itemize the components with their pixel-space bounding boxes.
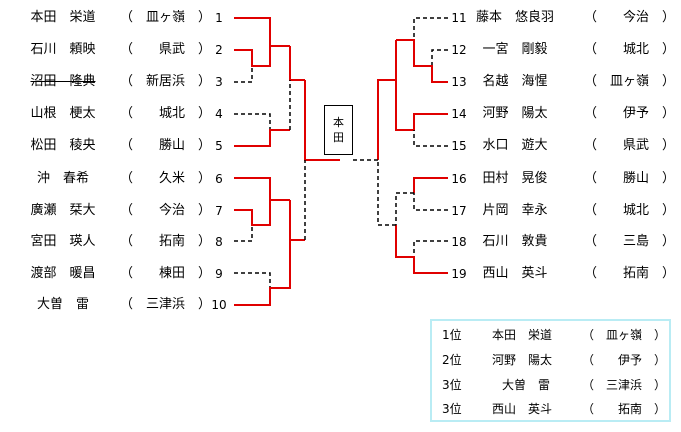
bracket-line-winner xyxy=(396,39,448,83)
player-club: （ 拓南 ） xyxy=(120,234,212,249)
seed-number: 14 xyxy=(451,107,467,121)
player-club: （ 勝山 ） xyxy=(120,138,212,153)
bracket-line-loser xyxy=(234,272,271,288)
player-name-withdrawn: 沼田 隆典 xyxy=(30,74,96,89)
result-name: 大曽 雷 xyxy=(502,378,551,392)
bracket-line-loser xyxy=(234,66,253,83)
player-name: 沖 春希 xyxy=(36,171,89,186)
seed-number: 13 xyxy=(451,75,467,89)
bracket-line-loser xyxy=(431,49,448,66)
player-name: 宮田 瑛人 xyxy=(30,234,96,249)
bracket-line-loser xyxy=(395,192,414,225)
result-club: （ 伊予 ） xyxy=(582,353,667,367)
player-name: 河野 陽太 xyxy=(482,106,548,121)
seed-number: 3 xyxy=(215,75,223,89)
seed-number: 15 xyxy=(451,139,467,153)
bracket-line-winner xyxy=(234,17,290,47)
player-name: 本田 栄道 xyxy=(30,10,96,25)
champion-name-line2: 田 xyxy=(333,131,344,144)
bracket-line-winner xyxy=(234,200,271,226)
result-rank: 1位 xyxy=(442,328,462,342)
result-name: 西山 英斗 xyxy=(492,402,553,416)
seed-number: 6 xyxy=(215,172,223,186)
player-club: （ 今治 ） xyxy=(584,10,676,25)
bracket-line-loser xyxy=(377,160,396,226)
bracket-line-winner xyxy=(395,40,448,131)
player-name: 田村 晃俊 xyxy=(482,171,548,186)
player-club: （ 拓南 ） xyxy=(584,266,676,281)
seed-number: 8 xyxy=(215,235,223,249)
player-club: （ 新居浜 ） xyxy=(120,74,212,89)
player-name: 藤本 悠良羽 xyxy=(475,10,554,25)
bracket-line-winner xyxy=(234,129,290,147)
player-name: 大曽 雷 xyxy=(36,297,89,312)
player-club: （ 城北 ） xyxy=(120,106,212,121)
bracket-line-loser xyxy=(413,17,448,40)
bracket-line-winner xyxy=(289,46,305,81)
seed-number: 12 xyxy=(451,43,467,57)
bracket-line-winner xyxy=(234,177,290,201)
player-club: （ 城北 ） xyxy=(584,42,676,57)
result-rank: 2位 xyxy=(442,353,462,367)
result-club: （ 三津浜 ） xyxy=(582,378,667,392)
champion-name-line1: 本 xyxy=(333,116,344,129)
bracket-line-loser xyxy=(413,240,448,257)
player-name: 西山 英斗 xyxy=(482,266,548,281)
seed-number: 4 xyxy=(215,107,223,121)
player-club: （ 伊予 ） xyxy=(584,106,676,121)
seed-number: 1 xyxy=(215,11,223,25)
seed-number: 11 xyxy=(451,11,467,25)
player-club: （ 勝山 ） xyxy=(584,171,676,186)
player-name: 片岡 幸永 xyxy=(482,203,548,218)
result-rank: 3位 xyxy=(442,378,462,392)
player-name: 廣瀬 栞大 xyxy=(30,203,96,218)
seed-number: 2 xyxy=(215,43,223,57)
seed-number: 10 xyxy=(211,298,227,312)
bracket-line-winner xyxy=(289,200,305,241)
bracket-line-winner xyxy=(234,46,271,67)
player-club: （ 久米 ） xyxy=(120,171,212,186)
result-rank: 3位 xyxy=(442,402,462,416)
bracket-line-loser xyxy=(413,193,448,211)
player-club: （ 棟田 ） xyxy=(120,266,212,281)
bracket-line-loser xyxy=(234,113,271,130)
player-club: （ 県武 ） xyxy=(584,138,676,153)
seed-number: 19 xyxy=(451,267,467,281)
player-club: （ 皿ヶ嶺 ） xyxy=(584,74,676,89)
player-name: 松田 稜央 xyxy=(30,138,96,153)
player-name: 名越 海惺 xyxy=(482,74,548,89)
bracket-line-winner xyxy=(377,79,396,160)
player-name: 渡部 暖昌 xyxy=(30,266,96,281)
result-club: （ 拓南 ） xyxy=(582,402,667,416)
seed-number: 9 xyxy=(215,267,223,281)
result-name: 本田 栄道 xyxy=(492,328,553,342)
champion-box: 本 田 xyxy=(324,105,353,155)
bracket-line-loser xyxy=(234,225,253,242)
player-name: 石川 頼映 xyxy=(30,42,96,57)
bracket-line-loser xyxy=(413,130,448,147)
player-name: 山根 梗太 xyxy=(30,106,96,121)
bracket-line-winner xyxy=(395,225,448,274)
seed-number: 17 xyxy=(451,204,467,218)
player-club: （ 皿ヶ嶺 ） xyxy=(120,10,212,25)
result-club: （ 皿ヶ嶺 ） xyxy=(582,328,667,342)
bracket-line-winner xyxy=(413,177,448,193)
seed-number: 16 xyxy=(451,172,467,186)
player-name: 石川 敦貴 xyxy=(482,234,548,249)
bracket-line-winner xyxy=(234,240,291,306)
player-club: （ 今治 ） xyxy=(120,203,212,218)
player-club: （ 三島 ） xyxy=(584,234,676,249)
result-name: 河野 陽太 xyxy=(492,353,553,367)
player-club: （ 県武 ） xyxy=(120,42,212,57)
seed-number: 5 xyxy=(215,139,223,153)
player-club: （ 三津浜 ） xyxy=(120,297,212,312)
seed-number: 18 xyxy=(451,235,467,249)
player-name: 一宮 剛毅 xyxy=(482,42,548,57)
player-name: 水口 遊大 xyxy=(482,138,548,153)
player-club: （ 城北 ） xyxy=(584,203,676,218)
results-table: 1位 本田 栄道 （ 皿ヶ嶺 ） 2位 河野 陽太 （ 伊予 ） 3位 大曽 雷… xyxy=(430,319,671,422)
seed-number: 7 xyxy=(215,204,223,218)
